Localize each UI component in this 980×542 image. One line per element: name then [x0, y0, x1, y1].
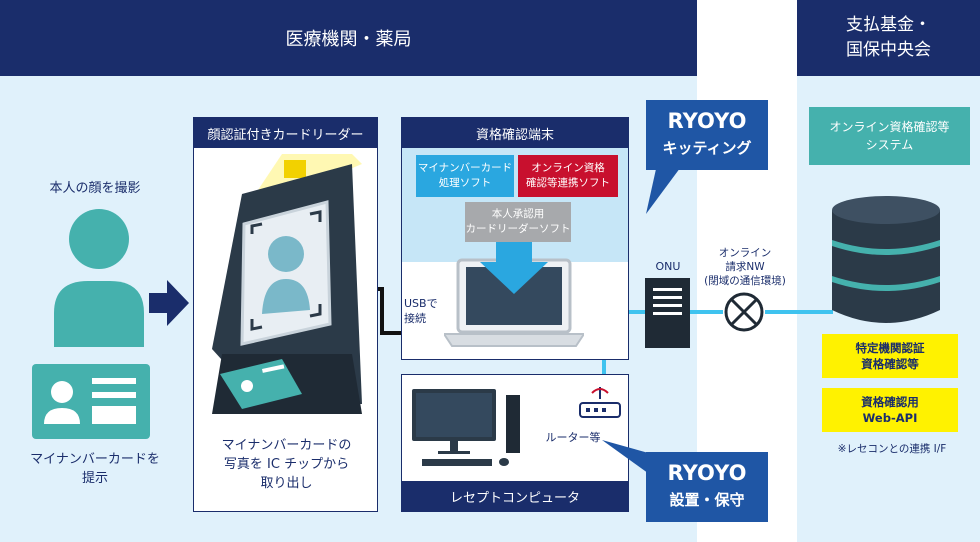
api-note: ※レセコンとの連携 I/F [837, 443, 947, 455]
callout-install-line1: RYOYO [667, 461, 747, 485]
card-reader-device-icon [212, 154, 362, 414]
network-line2: 請求NW [725, 261, 765, 273]
online-link-software-line1: オンライン資格 [531, 162, 605, 174]
mynumber-software-chip: マイナンバーカード 処理ソフト [416, 155, 514, 197]
reader-software-line2: カードリーダーソフト [465, 223, 571, 235]
face-capture-label: 本人の顔を撮影 [49, 181, 141, 196]
face-reader-title: 顔認証付きカードリーダー [194, 118, 377, 148]
fund-header-line2: 国保中央会 [846, 40, 931, 60]
card-present-line2: 提示 [81, 471, 108, 486]
usb-line2: 接続 [404, 312, 426, 325]
callout-kitting: RYOYO キッティング [646, 100, 768, 170]
fund-header-line1: 支払基金・ [846, 15, 931, 35]
router-label: ルーター等 [545, 431, 601, 444]
callout-kitting-tail [646, 160, 686, 214]
terminal-title: 資格確認端末 [402, 118, 628, 148]
card-present-label: マイナンバーカードを 提示 [20, 450, 170, 488]
reader-software-chip: 本人承認用 カードリーダーソフト [465, 202, 571, 242]
online-link-software-line2: 確認等連携ソフト [526, 177, 610, 189]
system-title-line1: オンライン資格確認等 [829, 120, 950, 134]
api-box: 資格確認用 Web-API [822, 388, 958, 432]
mynumber-software-line1: マイナンバーカード [417, 162, 513, 174]
router-icon [579, 387, 621, 418]
face-reader-panel: 顔認証付きカードリーダー マイナンバーカードの 写真を IC チップから 取り出… [193, 117, 378, 512]
auth-box: 特定機関認証 資格確認等 [822, 334, 958, 378]
callout-kitting-line2: キッティング [662, 139, 752, 157]
receipt-computer-panel: ルーター等 レセプトコンピュータ [401, 374, 629, 512]
mynumber-card-icon [32, 364, 150, 439]
laptop-icon [444, 242, 584, 347]
person-icon [54, 209, 144, 347]
api-line2: Web-API [862, 411, 918, 425]
onu-device-icon [645, 278, 690, 348]
usb-connection-label: USBで 接続 [404, 296, 454, 326]
facility-header: 医療機関・薬局 [0, 0, 697, 76]
callout-install-line2: 設置・保守 [669, 491, 745, 509]
database-icon [832, 196, 940, 323]
mynumber-software-line2: 処理ソフト [438, 177, 492, 189]
network-label: オンライン 請求NW (閉域の通信環境) [690, 246, 800, 288]
system-title-box: オンライン資格確認等 システム [809, 107, 970, 165]
auth-line2: 資格確認等 [861, 357, 919, 371]
callout-install: RYOYO 設置・保守 [646, 452, 768, 522]
face-reader-desc-line1: マイナンバーカードの [221, 438, 352, 453]
online-link-software-chip: オンライン資格 確認等連携ソフト [518, 155, 618, 197]
fund-header: 支払基金・ 国保中央会 [797, 0, 980, 76]
callout-kitting-line1: RYOYO [667, 109, 747, 133]
callout-install-tail [602, 440, 652, 476]
receipt-computer-title: レセプトコンピュータ [402, 481, 628, 511]
auth-line1: 特定機関認証 [855, 341, 925, 355]
network-cross-icon [724, 292, 764, 332]
network-line3: (閉域の通信環境) [704, 275, 786, 287]
terminal-panel: 資格確認端末 マイナンバーカード 処理ソフト オンライン資格 確認等連携ソフト … [401, 117, 629, 360]
face-reader-description: マイナンバーカードの 写真を IC チップから 取り出し [194, 436, 379, 493]
flow-arrow-icon [149, 280, 189, 326]
onu-label: ONU [655, 260, 681, 273]
face-reader-desc-line3: 取り出し [260, 476, 313, 491]
api-line1: 資格確認用 [861, 395, 919, 409]
network-line1: オンライン [718, 247, 772, 259]
facility-header-text: 医療機関・薬局 [285, 29, 412, 50]
face-reader-desc-line2: 写真を IC チップから [223, 457, 350, 472]
usb-line1: USBで [404, 297, 438, 310]
card-present-line1: マイナンバーカードを [30, 452, 160, 467]
desktop-pc-icon [412, 389, 520, 466]
system-title-line2: システム [865, 138, 914, 152]
reader-software-line1: 本人承認用 [491, 208, 545, 220]
